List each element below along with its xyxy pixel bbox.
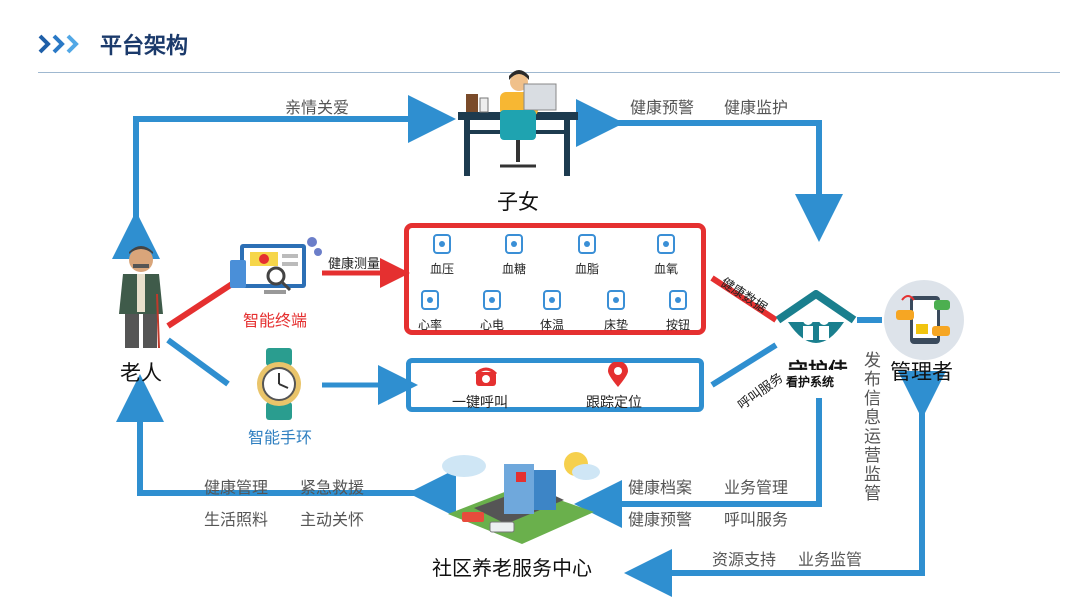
device-label: 血氧: [653, 262, 678, 276]
edge-life-care: 生活照料: [204, 510, 269, 529]
blood-sugar-icon: [505, 234, 523, 254]
line-elderly-terminal: [166, 281, 234, 329]
device-label: 心率: [417, 318, 442, 332]
edge-business-mgmt: 业务管理: [724, 478, 789, 497]
device-label: 心电: [479, 318, 504, 332]
edge-health-warning-bottom: 健康预警: [628, 510, 693, 529]
line-health-data: [710, 275, 778, 323]
device-label: 血脂: [574, 262, 599, 276]
node-smart-terminal: 智能终端: [243, 311, 308, 330]
edge-emergency-rescue: 紧急救援: [300, 478, 365, 497]
mattress-icon: [607, 290, 625, 310]
device-item: 按钮: [658, 289, 698, 333]
arrow-health-monitor: [576, 99, 843, 242]
edge-call-service-bottom: 呼叫服务: [724, 510, 789, 529]
phone-icon: [474, 367, 498, 386]
device-item: 血压: [422, 233, 462, 277]
thermometer-icon: [543, 290, 561, 310]
community-center-illustration: [442, 452, 600, 544]
ecg-icon: [483, 290, 501, 310]
edge-ops-supervision: 运营监管: [864, 427, 881, 504]
device-label: 按钮: [665, 318, 690, 332]
band-function-call: 一键呼叫: [452, 395, 508, 411]
manager-illustration: [884, 280, 964, 360]
device-label: 体温: [539, 318, 564, 332]
edge-health-measure: 健康测量: [328, 257, 381, 272]
device-label: 血压: [429, 262, 454, 276]
band-function-locate: 跟踪定位: [586, 395, 642, 411]
device-item: 心电: [472, 289, 512, 333]
device-item: 心率: [410, 289, 450, 333]
smart-band-illustration: [257, 348, 301, 420]
node-care-system: 看护系统: [786, 375, 835, 389]
device-label: 床垫: [603, 318, 628, 332]
node-children: 子女: [497, 190, 539, 214]
node-manager: 管理者: [890, 360, 953, 384]
heart-rate-icon: [421, 290, 439, 310]
edge-health-mgmt: 健康管理: [204, 478, 269, 497]
smart-terminal-illustration: [230, 237, 322, 294]
arrow-family-care: [112, 95, 456, 259]
band-function-panel: [406, 358, 704, 412]
location-pin-icon: [608, 362, 628, 387]
elderly-person-illustration: [119, 246, 163, 349]
call-button-icon: [669, 290, 687, 310]
device-item: 血脂: [567, 233, 607, 277]
line-elderly-band: [166, 337, 230, 387]
guardian-logo: [775, 290, 857, 343]
arrow-health-mgmt: [116, 374, 456, 517]
device-item: 血氧: [646, 233, 686, 277]
blood-lipid-icon: [578, 234, 596, 254]
edge-resource-support: 资源支持: [712, 550, 777, 569]
node-smart-band: 智能手环: [248, 428, 313, 447]
children-desk-illustration: [458, 70, 578, 176]
edge-family-care: 亲情关爱: [285, 98, 350, 117]
blood-pressure-icon: [433, 234, 451, 254]
blood-oxygen-icon: [657, 234, 675, 254]
device-item: 床垫: [596, 289, 636, 333]
edge-health-monitor: 健康监护: [724, 98, 789, 117]
node-elderly: 老人: [120, 361, 162, 385]
edge-health-record: 健康档案: [628, 478, 693, 497]
edge-health-warning-top: 健康预警: [630, 98, 695, 117]
edge-active-care: 主动关怀: [300, 510, 365, 529]
edge-business-supervision: 业务监管: [798, 550, 863, 569]
device-label: 血糖: [501, 262, 526, 276]
arrow-resource-support: [624, 371, 946, 597]
title-divider: [38, 72, 1060, 73]
health-device-panel: [404, 223, 706, 335]
device-item: 血糖: [494, 233, 534, 277]
device-item: 体温: [532, 289, 572, 333]
node-community: 社区养老服务中心: [432, 556, 592, 580]
health-device-grid: 血压 血糖 血脂 血氧心率 心电 体温 床垫 按钮: [404, 223, 706, 335]
node-guardian: 守护佳: [788, 358, 848, 370]
chevrons-icon: [38, 34, 79, 54]
page-title: 平台架构: [100, 34, 189, 59]
edge-publish-info: 发布信息: [864, 351, 881, 428]
